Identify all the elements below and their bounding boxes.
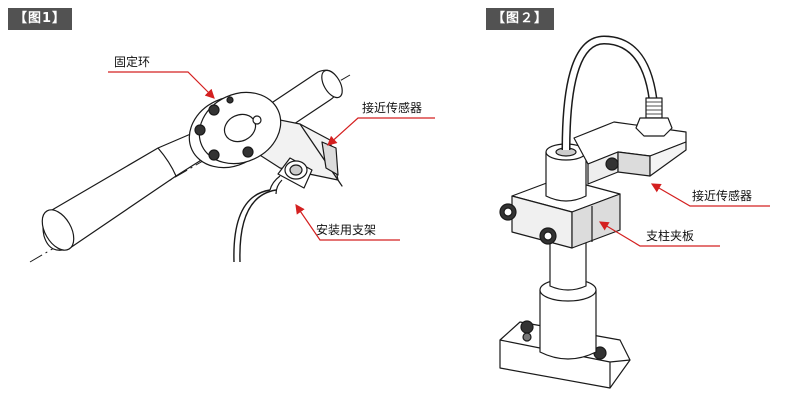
fixing-ring	[188, 91, 282, 169]
label-fixing-ring: 固定环	[114, 55, 151, 69]
figure-1-leaders	[108, 71, 435, 241]
figure-2-illustration	[499, 35, 687, 389]
figure-2-leaders	[598, 183, 770, 247]
proximity-sensor-fig1	[233, 157, 313, 263]
label-column-clamp: 支柱夹板	[646, 229, 695, 243]
proximity-sensor-fig2	[635, 97, 673, 137]
column-clamp	[499, 177, 621, 249]
label-proximity-sensor-fig1: 接近传感器	[362, 101, 423, 115]
label-proximity-sensor-fig2: 接近传感器	[692, 189, 753, 203]
upper-column	[545, 143, 587, 202]
figure-2-tag: 【图２】	[486, 8, 555, 30]
shaft-front	[41, 129, 215, 251]
figure-1-tag: 【图1】	[8, 8, 73, 30]
sensor-cable	[561, 35, 659, 151]
lower-column	[539, 239, 597, 360]
figure-1-illustration	[29, 69, 351, 263]
label-mounting-bracket: 安装用支架	[316, 223, 377, 237]
